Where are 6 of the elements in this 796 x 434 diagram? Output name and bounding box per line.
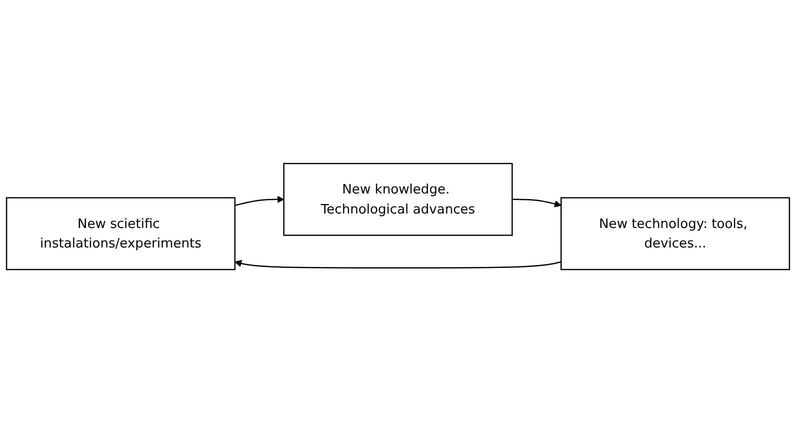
- node-box: New knowledge. Technological advances: [283, 163, 513, 236]
- arrow: [234, 260, 562, 269]
- arrow: [234, 196, 284, 207]
- arrow: [512, 199, 562, 208]
- node-box: New scietific instalations/experiments: [6, 198, 236, 271]
- node-box: New technology: tools, devices...: [560, 198, 790, 271]
